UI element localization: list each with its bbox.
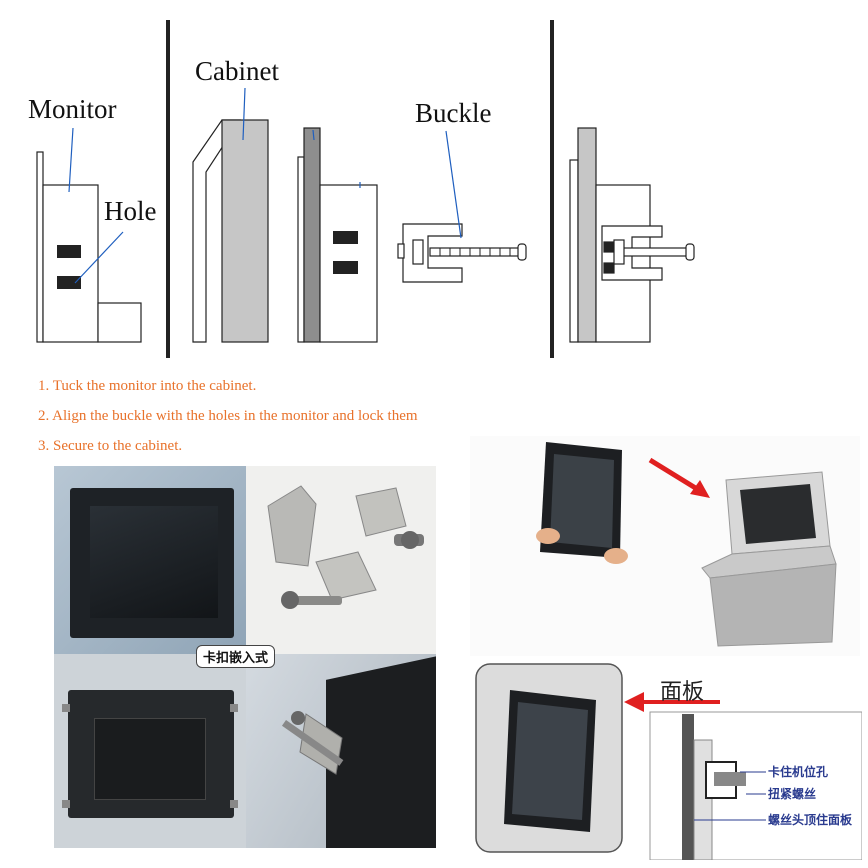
callout-2: 扭紧螺丝 (768, 787, 817, 801)
top-diagram: Monitor Hole Cabinet Buckle (0, 0, 868, 370)
monitor-screen (90, 506, 218, 618)
monitor-label: Monitor (28, 94, 117, 124)
buckle-leader-line (445, 130, 462, 239)
step-2: 2. Align the buckle with the holes in th… (38, 408, 418, 424)
installation-line-diagram (36, 20, 695, 358)
mount-type-badge: 卡扣嵌入式 (196, 645, 276, 668)
hole-label: Hole (104, 196, 157, 226)
photo-mounted-closeup (246, 654, 436, 848)
held-monitor (536, 442, 628, 564)
callout-1: 卡住机位孔 (768, 765, 829, 779)
monitor-leader-line (68, 127, 74, 193)
photo-monitor-back (54, 654, 246, 848)
hole-leader-line (74, 231, 124, 284)
kiosk-cabinet (701, 471, 837, 647)
kiosk-art (536, 442, 837, 647)
assembled-view (569, 127, 695, 343)
hole-upper (57, 245, 81, 258)
panel-diagram: 面板 卡住机位孔 扭紧螺丝 螺丝头顶住面板 (470, 660, 862, 860)
cross-section-box (649, 711, 862, 860)
hole-lower-2 (333, 261, 358, 274)
red-arrow-1 (648, 457, 710, 498)
step-1: 1. Tuck the monitor into the cabinet. (38, 378, 257, 394)
buckle-drawing (397, 223, 527, 283)
photo-monitor-front (54, 466, 246, 654)
buckle-label: Buckle (415, 98, 492, 128)
cabinet-side-view (192, 119, 269, 343)
step-3: 3. Secure to the cabinet. (38, 438, 183, 454)
callout-3: 螺丝头顶住面板 (768, 813, 853, 827)
panel-label: 面板 (660, 680, 705, 705)
cabinet-leader-line (242, 87, 246, 141)
panel-diagram-art (475, 663, 862, 860)
hole-upper-2 (333, 231, 358, 244)
monitor-back-plate (94, 718, 206, 800)
buckle-parts-art (267, 485, 424, 609)
kiosk-illustration (470, 436, 860, 656)
monitor-side-view (36, 151, 142, 343)
photo-buckles (246, 466, 436, 654)
red-arrow-2 (624, 692, 720, 712)
cabinet-label: Cabinet (195, 56, 279, 86)
mounted-buckle-art (281, 711, 344, 775)
monitor-in-cabinet-view (297, 127, 378, 343)
hole-lower (57, 276, 81, 289)
